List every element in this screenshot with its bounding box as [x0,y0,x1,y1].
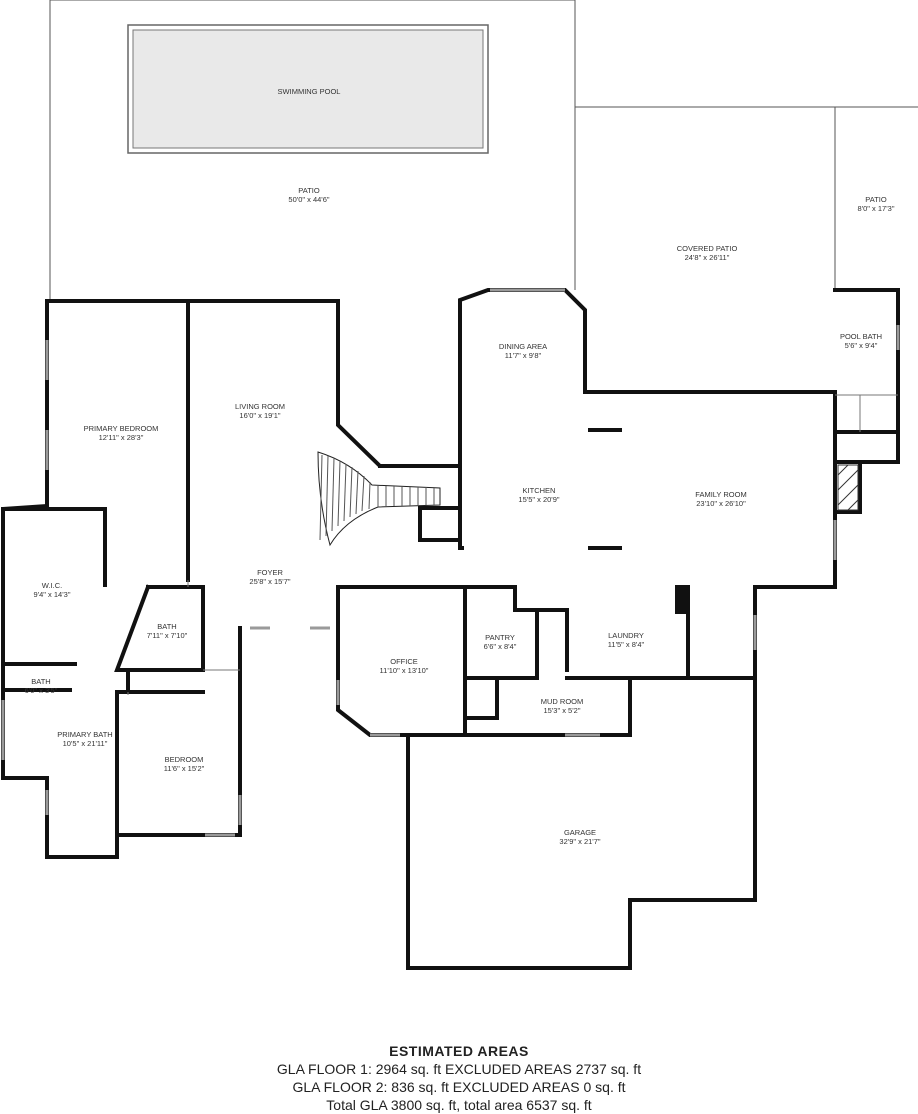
areas-line-floor1: GLA FLOOR 1: 2964 sq. ft EXCLUDED AREAS … [276,1061,642,1077]
room-name: PATIO [298,186,320,195]
room-bedroom: BEDROOM 11'6" x 15'2" [164,755,205,773]
room-name: BATH [31,677,51,686]
areas-line-total: Total GLA 3800 sq. ft, total area 6537 s… [326,1097,592,1113]
room-name: GARAGE [563,828,597,837]
areas-heading: ESTIMATED AREAS [389,1043,529,1059]
room-laundry: LAUNDRY 11'5" x 8'4" [608,631,644,649]
interior-lines [127,394,898,695]
room-dimensions: 11'6" x 15'2" [163,764,205,773]
windows [1,288,900,837]
room-dimensions: 11'10" x 13'10" [379,666,429,675]
room-name: BEDROOM [164,755,204,764]
room-primary-bedroom: PRIMARY BEDROOM 12'11" x 28'3" [84,424,159,442]
room-name: DINING AREA [498,342,548,351]
room-living-room: LIVING ROOM 16'0" x 19'1" [235,402,285,420]
staircase [317,451,441,547]
fireplace [837,464,859,511]
room-primary-bath: PRIMARY BATH 10'5" x 21'11" [57,730,112,748]
room-dimensions: 10'5" x 21'11" [62,739,108,748]
room-name: OFFICE [390,657,418,666]
room-kitchen: KITCHEN 15'5" x 20'9" [518,486,559,504]
room-dimensions: 11'7" x 9'8" [504,351,542,360]
room-bath: BATH 7'11" x 7'10" [147,622,188,640]
room-dimensions: 11'5" x 8'4" [607,640,645,649]
room-dimensions: 25'8" x 15'7" [249,577,291,586]
room-name: W.I.C. [41,581,63,590]
room-name: PANTRY [485,633,515,642]
room-wic: W.I.C. 9'4" x 14'3" [34,581,71,599]
room-dining-area: DINING AREA 11'7" x 9'8" [499,342,547,360]
room-bath-small: BATH 6'0" x 3'5" [25,677,58,695]
room-dimensions: 50'0" x 44'6" [288,195,330,204]
room-name: COVERED PATIO [676,244,738,253]
room-name: PRIMARY BATH [57,730,113,739]
room-swimming-pool: SWIMMING POOL [278,87,341,96]
room-name: PRIMARY BEDROOM [83,424,159,433]
room-name: LIVING ROOM [234,402,286,411]
room-dimensions: 7'11" x 7'10" [146,631,188,640]
areas-line-floor2: GLA FLOOR 2: 836 sq. ft EXCLUDED AREAS 0… [292,1079,626,1095]
room-dimensions: 23'10" x 26'10" [696,499,746,508]
room-pantry: PANTRY 6'6" x 8'4" [484,633,517,651]
floor-plan: SWIMMING POOL PATIO 50'0" x 44'6" COVERE… [1,0,918,970]
room-patio-main: PATIO 50'0" x 44'6" [288,186,329,204]
room-name: SWIMMING POOL [277,87,341,96]
room-name: POOL BATH [839,332,883,341]
room-name: MUD ROOM [540,697,584,706]
room-office: OFFICE 11'10" x 13'10" [380,657,429,675]
room-pool-bath: POOL BATH 5'6" x 9'4" [840,332,882,350]
room-dimensions: 15'3" x 5'2" [543,706,581,715]
room-patio-side: PATIO 8'0" x 17'3" [858,195,895,213]
room-dimensions: 24'8" x 26'11" [684,253,730,262]
room-dimensions: 5'6" x 9'4" [844,341,878,350]
room-name: PATIO [865,195,887,204]
floor-plan-drawing [1,0,918,970]
room-name: FAMILY ROOM [695,490,747,499]
room-name: LAUNDRY [608,631,644,640]
room-mud-room: MUD ROOM 15'3" x 5'2" [541,697,584,715]
patio-outlines [49,0,918,300]
room-name: KITCHEN [522,486,556,495]
room-name: BATH [157,622,177,631]
room-garage: GARAGE 32'9" x 21'7" [559,828,600,846]
room-dimensions: 12'11" x 28'3" [98,433,144,442]
room-dimensions: 16'0" x 19'1" [239,411,281,420]
room-dimensions: 6'6" x 8'4" [483,642,517,651]
exterior-walls [1,288,900,970]
room-dimensions: 32'9" x 21'7" [559,837,601,846]
room-dimensions: 9'4" x 14'3" [33,590,71,599]
room-name: FOYER [257,568,283,577]
room-dimensions: 8'0" x 17'3" [857,204,895,213]
room-dimensions: 6'0" x 3'5" [24,686,58,695]
room-family-room: FAMILY ROOM 23'10" x 26'10" [695,490,746,508]
room-dimensions: 15'5" x 20'9" [518,495,560,504]
room-covered-patio: COVERED PATIO 24'8" x 26'11" [677,244,738,262]
room-foyer: FOYER 25'8" x 15'7" [249,568,290,586]
estimated-areas: ESTIMATED AREAS GLA FLOOR 1: 2964 sq. ft… [0,1042,918,1114]
